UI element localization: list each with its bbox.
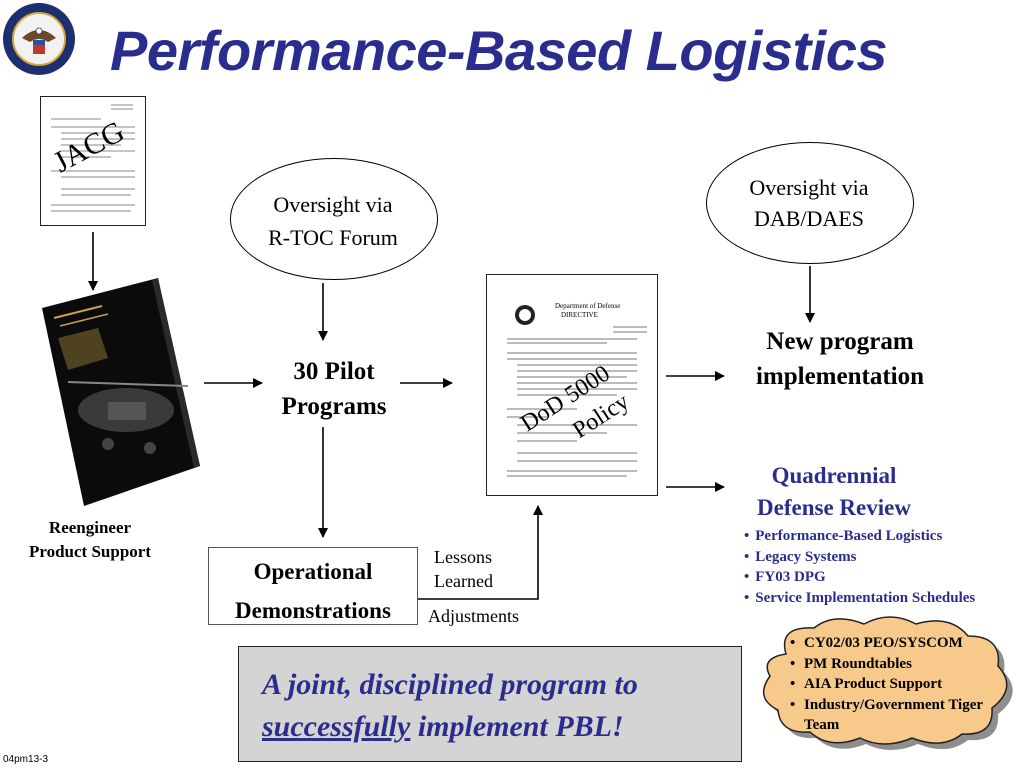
rtoc-line1: Oversight via: [273, 192, 393, 217]
rtoc-oversight-oval: [230, 158, 438, 280]
qdr-list-item: Legacy Systems: [744, 547, 975, 568]
daes-line2: DAB/DAES: [753, 206, 864, 231]
adjustments-label: Adjustments: [428, 606, 520, 626]
qdr-list-item: Performance-Based Logistics: [744, 526, 975, 547]
lessons-learned-label: Lessons Learned: [434, 545, 493, 593]
lessons-line2: Learned: [434, 571, 493, 591]
reengineer-caption-line1: Reengineer: [48, 518, 132, 537]
reengineer-caption: Reengineer Product Support: [10, 516, 170, 564]
daes-oversight-text: Oversight via DAB/DAES: [706, 172, 912, 234]
qdr-line1: Quadrennial: [771, 463, 897, 488]
directive-header2: DIRECTIVE: [561, 311, 598, 319]
banner-part1: A joint, disciplined program to: [262, 668, 638, 701]
qdr-heading: Quadrennial Defense Review: [746, 460, 922, 524]
qdr-list-item: FY03 DPG: [744, 567, 975, 588]
pilot-programs-node: 30 Pilot Programs: [254, 354, 414, 424]
opdemo-line2: Demonstrations: [235, 598, 391, 623]
slide-code: 04pm13-3: [3, 754, 49, 765]
pilot-line2: Programs: [281, 393, 387, 420]
product-support-book-image: [42, 278, 200, 506]
newprog-line2: implementation: [755, 363, 925, 390]
opdemo-line1: Operational: [253, 559, 373, 584]
operational-demonstrations-box: [208, 547, 418, 625]
initiatives-list-item: AIA Product Support: [790, 674, 994, 695]
rtoc-oversight-text: Oversight via R-TOC Forum: [230, 188, 436, 254]
reengineer-caption-line2: Product Support: [28, 542, 151, 561]
page-title: Performance-Based Logistics: [110, 19, 887, 82]
lessons-line1: Lessons: [434, 547, 492, 567]
operational-demonstrations-text: Operational Demonstrations: [208, 552, 418, 630]
initiatives-list-item-text: Industry/Government Tiger Team: [804, 696, 983, 734]
banner-underlined: successfully: [262, 710, 411, 743]
new-program-implementation-node: New program implementation: [736, 324, 944, 394]
dod-seal-icon: [3, 3, 75, 75]
daes-line1: Oversight via: [749, 175, 869, 200]
qdr-list-item: Service Implementation Schedules: [744, 588, 975, 609]
initiatives-list-item: Industry/Government Tiger Team: [790, 695, 994, 736]
rtoc-line2: R-TOC Forum: [268, 225, 398, 250]
daes-oversight-oval: [706, 142, 914, 264]
pbl-banner-text: A joint, disciplined program to successf…: [262, 664, 732, 748]
qdr-list: Performance-Based Logistics Legacy Syste…: [744, 526, 975, 608]
newprog-line1: New program: [766, 328, 914, 355]
directive-header1: Department of Defense: [555, 302, 620, 310]
jacg-document-thumbnail: [40, 96, 146, 226]
qdr-line2: Defense Review: [757, 495, 911, 520]
pilot-line1: 30 Pilot: [293, 358, 375, 385]
dod-directive-document: Department of Defense DIRECTIVE: [486, 274, 658, 496]
banner-part2: implement PBL!: [410, 710, 624, 743]
initiatives-list-item: PM Roundtables: [790, 654, 994, 675]
initiatives-list: CY02/03 PEO/SYSCOM PM Roundtables AIA Pr…: [790, 633, 994, 736]
pbl-banner: [238, 646, 742, 762]
initiatives-list-item: CY02/03 PEO/SYSCOM: [790, 633, 994, 654]
